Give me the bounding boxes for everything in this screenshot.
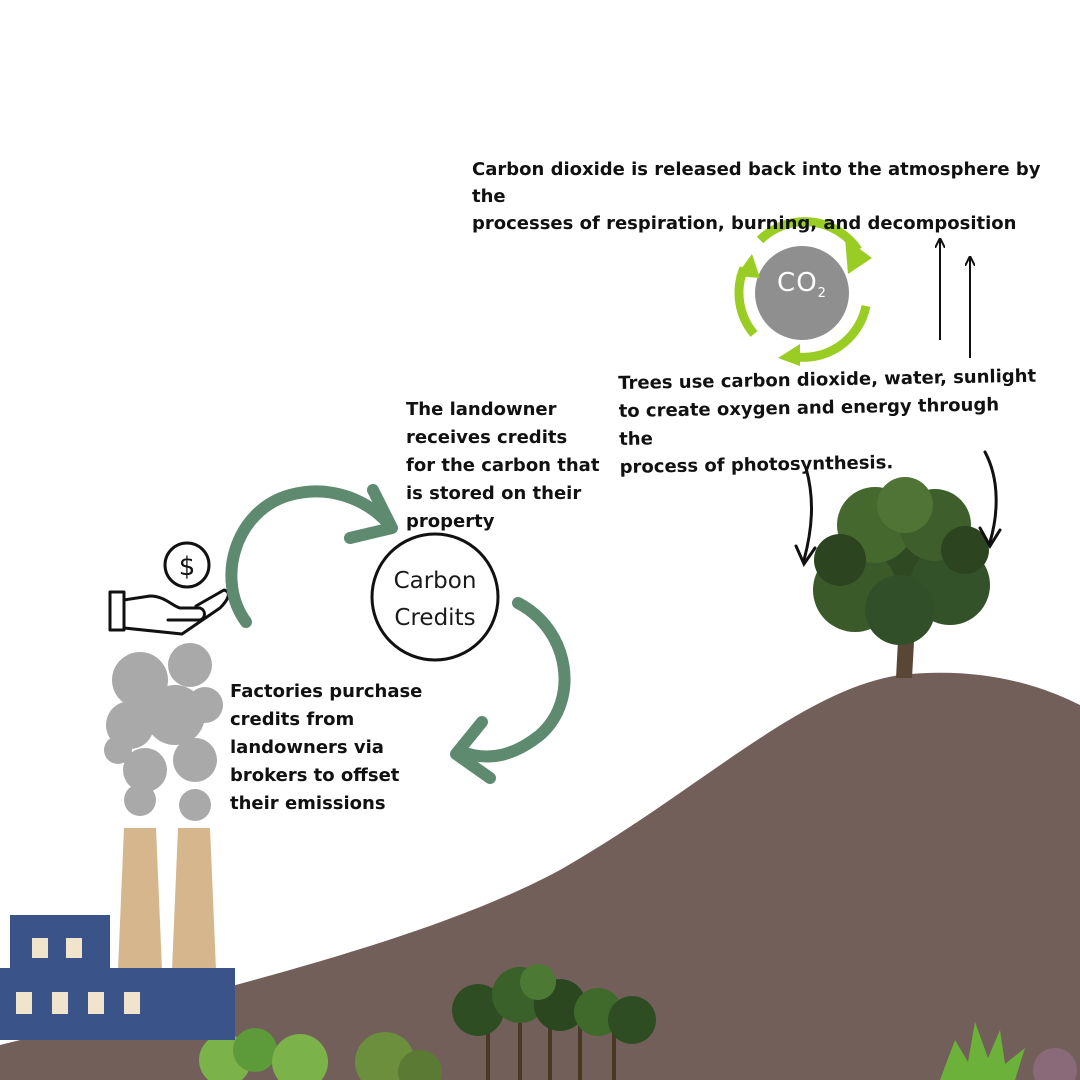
svg-text:$: $ bbox=[179, 552, 196, 582]
co2-subscript: 2 bbox=[817, 286, 827, 302]
co2-main-text: CO bbox=[777, 268, 818, 298]
atmosphere-caption: Carbon dioxide is released back into the… bbox=[472, 159, 1041, 234]
co2-label: CO2 bbox=[757, 268, 847, 301]
smoke bbox=[104, 643, 223, 821]
arrow-to-credits bbox=[225, 485, 391, 628]
arrow-to-factories bbox=[456, 597, 571, 763]
factories-caption: Factories purchase credits from landowne… bbox=[230, 681, 423, 814]
carbon-credits-circle bbox=[370, 532, 500, 662]
arrowhead-to-factories bbox=[450, 716, 496, 784]
tree-illustration bbox=[813, 477, 990, 678]
bushes bbox=[199, 1022, 1077, 1080]
money-in-hand-icon: $ bbox=[108, 541, 230, 636]
photosynthesis-caption: Trees use carbon dioxide, water, sunligh… bbox=[618, 365, 1037, 478]
absorb-arrows bbox=[794, 450, 1002, 568]
co2-recycle-icon bbox=[734, 217, 872, 366]
factory-illustration bbox=[0, 828, 235, 1040]
credits-cycle-arrows bbox=[225, 484, 571, 784]
forest-illustration bbox=[452, 964, 656, 1080]
carbon-credits-label: Carbon Credits bbox=[393, 568, 477, 631]
hill bbox=[0, 672, 1080, 1080]
release-arrows bbox=[940, 240, 970, 358]
landowner-caption: The landowner receives credits for the c… bbox=[406, 399, 600, 532]
arrowhead-to-credits bbox=[344, 484, 398, 544]
